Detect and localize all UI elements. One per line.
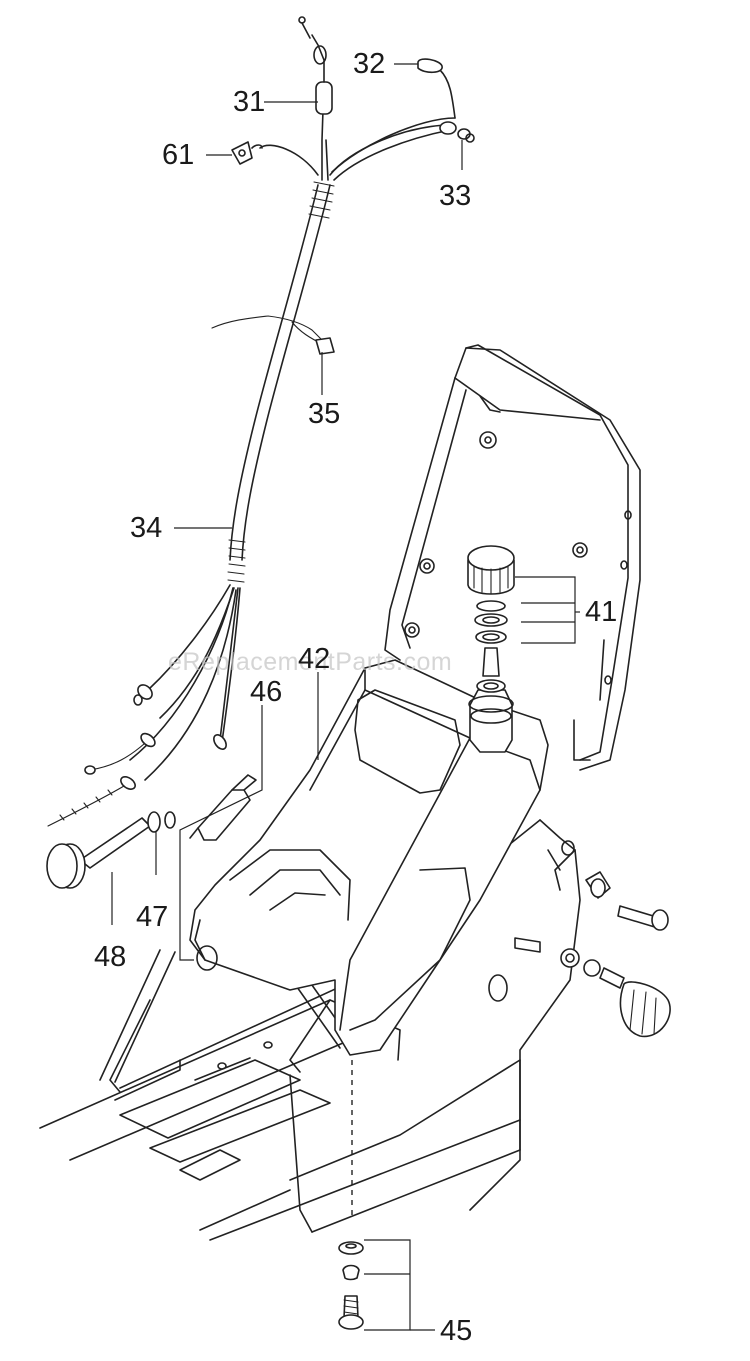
handle-frame (384, 344, 641, 771)
fuel-cap-assembly (467, 545, 515, 693)
leader-46 (179, 705, 263, 961)
wire-harness (47, 16, 475, 827)
callout-33: 33 (439, 180, 472, 212)
leader-41 (515, 576, 576, 644)
callout-46: 46 (250, 676, 283, 708)
leader-lines (111, 63, 580, 1331)
callout-45: 45 (440, 1315, 473, 1347)
callout-42: 42 (298, 643, 331, 675)
fuel-tank (189, 659, 549, 1056)
callout-47: 47 (136, 901, 169, 933)
callout-41: 41 (585, 596, 618, 628)
leader-45 (364, 1239, 411, 1331)
callout-61: 61 (162, 139, 195, 171)
right-fasteners (560, 871, 671, 1038)
bottom-fasteners (338, 1060, 364, 1330)
callout-35: 35 (308, 398, 341, 430)
switch-parts (46, 774, 257, 889)
callout-31: 31 (233, 86, 266, 118)
callout-34: 34 (130, 512, 163, 544)
watermark: eReplacementParts.com (168, 648, 453, 676)
callout-48: 48 (94, 941, 127, 973)
callout-32: 32 (353, 48, 386, 80)
base-frame (39, 949, 521, 1241)
